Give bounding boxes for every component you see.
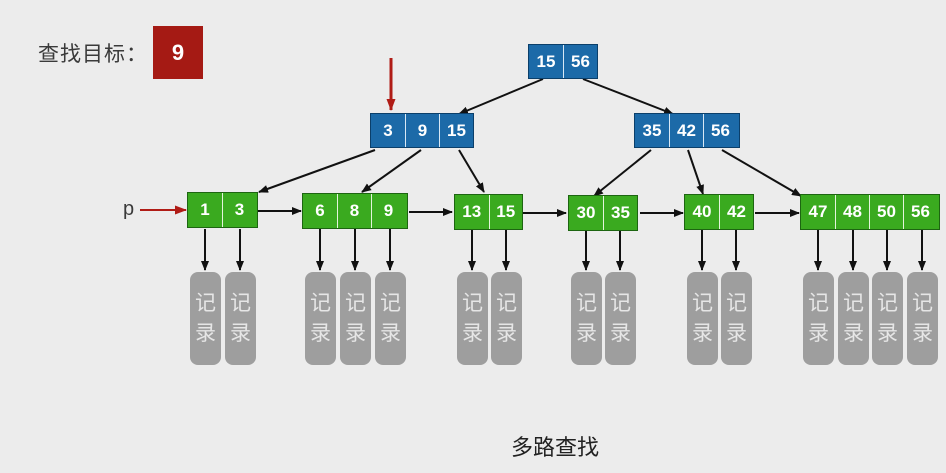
leaf6-key-4: 56 <box>903 195 937 229</box>
leaf1-key-1: 1 <box>200 200 210 219</box>
record-block: 记录 <box>457 272 488 365</box>
root-key-2: 56 <box>563 45 597 78</box>
root-node: 15 56 <box>528 44 598 79</box>
record-block: 记录 <box>225 272 256 365</box>
record-block: 记录 <box>305 272 336 365</box>
leaf3-key-2: 15 <box>488 195 523 229</box>
leaf6-key-1: 47 <box>808 202 828 221</box>
record-block: 记录 <box>571 272 602 365</box>
edge-9-leaf2 <box>361 149 422 193</box>
internal-left-key-3: 15 <box>439 114 473 147</box>
record-block: 记录 <box>803 272 834 365</box>
edge-35-leaf4 <box>593 149 652 197</box>
leaf-node-3: 13 15 <box>454 194 523 230</box>
root-key-1: 15 <box>536 51 556 71</box>
leaf-node-2: 6 8 9 <box>302 193 408 229</box>
leaf4-key-2: 35 <box>603 196 637 230</box>
record-block: 记录 <box>907 272 938 365</box>
edge-3-leaf1 <box>258 149 376 193</box>
edge-15-leaf3 <box>458 149 485 193</box>
leaf4-key-1: 30 <box>576 203 596 222</box>
pointer-p-label: p <box>123 198 135 220</box>
leaf5-key-2: 42 <box>719 195 753 229</box>
internal-left-key-2: 9 <box>405 114 439 147</box>
leaf1-key-2: 3 <box>222 193 256 227</box>
internal-right-key-1: 35 <box>642 120 662 140</box>
leaf3-key-1: 13 <box>462 202 482 221</box>
leaf2-key-2: 8 <box>337 194 371 228</box>
record-block: 记录 <box>605 272 636 365</box>
search-target-value: 9 <box>153 26 203 79</box>
record-block: 记录 <box>721 272 752 365</box>
record-pointers <box>201 229 926 271</box>
internal-right-key-3: 56 <box>703 114 737 147</box>
record-block: 记录 <box>838 272 869 365</box>
record-block: 记录 <box>491 272 522 365</box>
internal-node-left: 3 9 15 <box>370 113 474 148</box>
internal-node-right: 35 42 56 <box>634 113 740 148</box>
leaf-node-5: 40 42 <box>684 194 754 230</box>
leaf6-key-3: 50 <box>869 195 903 229</box>
leaf2-key-3: 9 <box>371 194 405 228</box>
record-block: 记录 <box>375 272 406 365</box>
leaf5-key-1: 40 <box>692 202 712 221</box>
leaf-node-6: 47 48 50 56 <box>800 194 940 230</box>
leaf2-key-1: 6 <box>315 201 325 220</box>
diagram-caption: 多路查找 <box>510 436 599 461</box>
edge-56-leaf6 <box>721 149 802 197</box>
leaf6-key-2: 48 <box>835 195 869 229</box>
record-block: 记录 <box>190 272 221 365</box>
leaf-node-1: 1 3 <box>187 192 258 228</box>
record-block: 记录 <box>687 272 718 365</box>
search-target-label: 查找目标： <box>38 42 148 66</box>
record-block: 记录 <box>872 272 903 365</box>
edge-root-left <box>458 78 544 115</box>
edge-root-right <box>582 78 674 115</box>
record-block: 记录 <box>340 272 371 365</box>
internal-left-key-1: 3 <box>383 120 393 140</box>
internal-right-key-2: 42 <box>669 114 703 147</box>
leaf-node-4: 30 35 <box>568 195 638 231</box>
edge-42-leaf5 <box>687 149 704 195</box>
